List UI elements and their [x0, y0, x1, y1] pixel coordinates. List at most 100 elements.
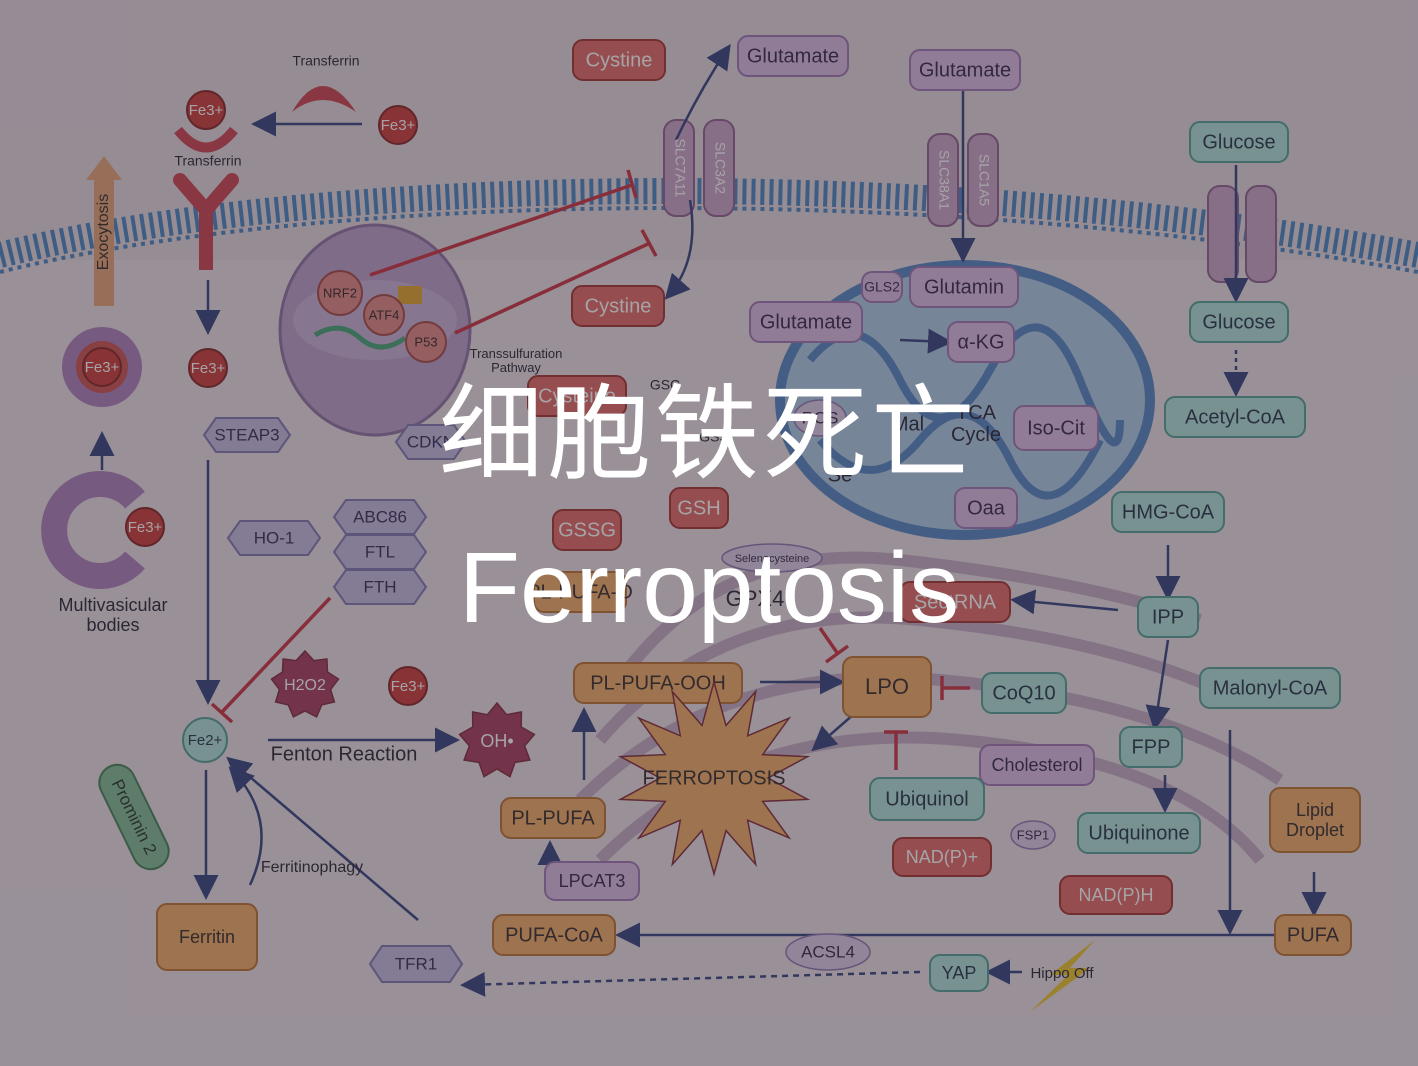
slc7a11-slc3a2-transporter [663, 119, 735, 217]
isocit-label: Iso-Cit [1027, 417, 1085, 439]
coq10-label: CoQ10 [992, 682, 1055, 704]
akg-node: α-KG [947, 321, 1015, 363]
glucose-in-node: Glucose [1189, 301, 1289, 343]
fth-label: FTH [363, 577, 396, 596]
abc86-node: ABC86 [332, 499, 428, 535]
oh-radical-burst: OH• [458, 701, 536, 778]
acsl4-oval: ACSL4 [785, 933, 871, 971]
ftl-label: FTL [365, 542, 395, 561]
pl-pufa-label: PL-PUFA [511, 807, 595, 829]
tfr1-node: TFR1 [368, 945, 464, 983]
h2o2-burst-label: H2O2 [284, 677, 326, 694]
fe3-vesicle-icon-label: Fe3+ [85, 359, 120, 376]
ubiquinone-label: Ubiquinone [1088, 822, 1189, 844]
transferrin-receptor-label: Transferrin [174, 153, 241, 169]
hippo-lightning [1030, 940, 1095, 1012]
hippo-off-label: Hippo Off [1030, 965, 1094, 982]
slc1a5-label: SLC1A5 [976, 154, 992, 206]
fsp1-oval: FSP1 [1010, 820, 1056, 850]
ros-oval: ROS [793, 399, 847, 437]
ipp-node: IPP [1137, 596, 1199, 638]
ferroptosis-burst: FERROPTOSIS [617, 679, 811, 877]
yap-node: YAP [929, 954, 989, 992]
cystine-out-label: Cystine [586, 49, 653, 71]
fe3-mvb-icon-label: Fe3+ [128, 519, 163, 536]
nadp-plus-label: NAD(P)+ [906, 847, 979, 867]
ferritin-node: Ferritin [156, 903, 258, 971]
slc7a11-label: SLC7A11 [672, 139, 688, 198]
lpo-node: LPO [842, 656, 932, 718]
gls2-label: GLS2 [864, 279, 900, 295]
glutamin-node: Glutamin [909, 266, 1019, 308]
gls2-node: GLS2 [861, 271, 903, 303]
ubiquinol-label: Ubiquinol [885, 788, 968, 810]
exocytosis-arrow [86, 156, 122, 306]
glucose-out-node: Glucose [1189, 121, 1289, 163]
hmg-coa-node: HMG-CoA [1111, 491, 1225, 533]
fe3-transferrin-icon: Fe3+ [186, 90, 226, 130]
exocytosis-label: Exocytosis [95, 194, 112, 270]
slc38a1-label: SLC38A1 [936, 150, 952, 210]
fe3-free-icon-label: Fe3+ [381, 117, 416, 134]
slc38a1-slc1a5-transporter [927, 133, 999, 227]
pufa-coa-node: PUFA-CoA [492, 914, 616, 956]
slc3a2-label: SLC3A2 [712, 142, 728, 194]
sectrna-node: SectRNA [899, 581, 1011, 623]
fpp-node: FPP [1119, 726, 1183, 768]
cystine-in-label: Cystine [585, 295, 652, 317]
transferrin-shape [292, 86, 356, 112]
title-chinese: 细胞铁死亡 [438, 373, 979, 495]
malonyl-coa-node: Malonyl-CoA [1199, 667, 1341, 709]
fe3-transferrin-icon-label: Fe3+ [189, 102, 224, 119]
selenocysteine-oval: Selenocysteine [721, 543, 823, 573]
steap3-node: STEAP3 [202, 417, 292, 453]
cholesterol-label: Cholesterol [991, 755, 1082, 775]
ferroptosis-burst-label: FERROPTOSIS [643, 767, 786, 789]
multivesicular-body [41, 471, 145, 589]
fe2-icon-label: Fe2+ [188, 732, 223, 749]
fpp-label: FPP [1132, 736, 1171, 758]
fth-node: FTH [332, 569, 428, 605]
fe3-cytosol-icon-label: Fe3+ [191, 360, 226, 377]
pl-pufa-o-node: PL-PUFA-O [527, 571, 633, 613]
nrf2-circle-label: NRF2 [323, 285, 357, 300]
sectrna-label: SectRNA [914, 591, 997, 613]
gssg-node: GSSG [552, 509, 622, 551]
acetyl-coa-label: Acetyl-CoA [1185, 406, 1286, 428]
lpcat3-label: LPCAT3 [559, 871, 626, 891]
lpcat3-node: LPCAT3 [544, 861, 640, 901]
oaa-label: Oaa [967, 497, 1006, 519]
cystine-out-node: Cystine [572, 39, 666, 81]
abc86-label: ABC86 [353, 507, 407, 526]
pufa-coa-label: PUFA-CoA [505, 924, 603, 946]
selenocysteine-oval-label: Selenocysteine [735, 553, 810, 565]
fe3-fenton-icon: Fe3+ [388, 666, 428, 706]
akg-label: α-KG [957, 331, 1004, 353]
gsc-label: GSC [650, 377, 680, 393]
cystine-in-node: Cystine [571, 285, 665, 327]
glucose-transporter [1207, 185, 1277, 283]
glutamate-out-2-label: Glutamate [919, 59, 1011, 81]
pl-pufa-ooh-node: PL-PUFA-OOH [573, 662, 743, 704]
ho1-label: HO-1 [254, 528, 295, 547]
atf4-circle-label: ATF4 [369, 307, 400, 322]
lpo-label: LPO [865, 674, 909, 699]
pl-pufa-o-label: PL-PUFA-O [527, 581, 633, 603]
cysteine-node: Cysteine [527, 375, 627, 417]
glutamin-label: Glutamin [924, 276, 1004, 298]
fe3-vesicle-icon: Fe3+ [82, 347, 122, 387]
gpx4-label: GPX4 [726, 586, 785, 611]
acsl4-oval-label: ACSL4 [801, 942, 855, 961]
ros-oval-label: ROS [802, 408, 839, 427]
gss-label: GSS [699, 429, 729, 445]
hmg-coa-label: HMG-CoA [1122, 501, 1215, 523]
cdkn-node: CDKN [394, 424, 468, 460]
fe3-fenton-icon-label: Fe3+ [391, 678, 426, 695]
nadph-label: NAD(P)H [1079, 885, 1154, 905]
steap3-label: STEAP3 [214, 425, 279, 444]
cell-membrane [0, 178, 1418, 268]
